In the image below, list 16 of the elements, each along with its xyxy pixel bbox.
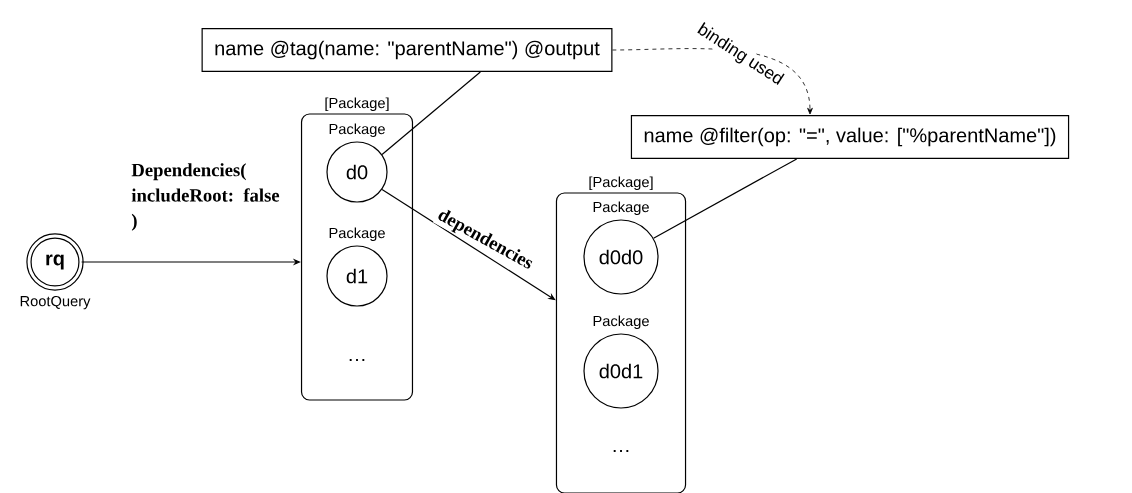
ellipsis: … (613, 449, 629, 453)
directive-box: name @filter(op: "=", value: ["%parentName"]) (630, 115, 1070, 159)
type-label: Package (593, 201, 649, 216)
dashed-arrow (612, 48, 813, 115)
arrow (381, 188, 556, 301)
edge-label: Dependencies( includeRoot: false ) (130, 161, 290, 233)
type-label: Package (593, 315, 649, 330)
connector-line (381, 71, 481, 156)
node-caption: RootQuery (20, 295, 91, 310)
list-type-label: [Package] (325, 97, 389, 112)
type-label: Package (329, 227, 385, 242)
directive-box: name @tag(name: "parentName") @output (201, 28, 613, 72)
list-type-label: [Package] (589, 176, 653, 191)
connector-line (652, 158, 798, 239)
ellipsis: … (349, 358, 365, 362)
type-label: Package (329, 123, 385, 138)
